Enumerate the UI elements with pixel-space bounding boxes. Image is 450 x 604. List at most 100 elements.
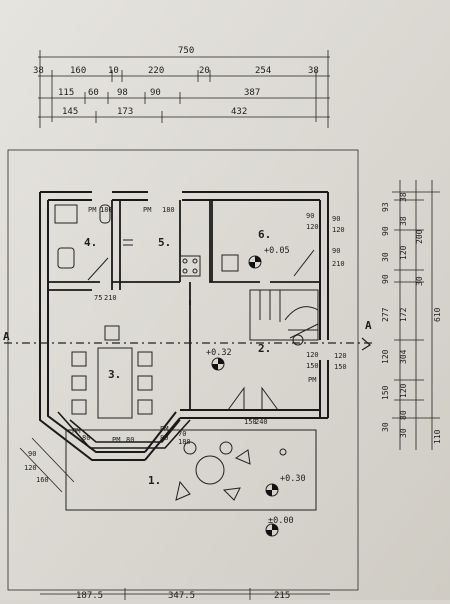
dim-label: 610 [433,307,442,322]
opening-label: 120 [306,223,319,231]
toilet-icon [99,204,111,224]
dim-label: 145 [62,107,78,117]
opening-label: 120 [306,351,319,359]
dim-label: 90 [381,274,390,284]
dim-label: 120 [399,383,408,398]
opening-label: 150 [244,418,257,426]
right-dimension-lines [392,180,440,450]
dim-label: 120 [381,349,390,364]
dim-label: 90 [150,88,161,98]
dim-label: 277 [381,307,390,322]
opening-label: PM [308,376,316,384]
dining-furniture [71,325,153,419]
section-mark-left: A [3,330,10,343]
column-icon [279,448,287,456]
dim-label: 30 [399,428,408,438]
dim-label: 200 [415,229,424,244]
room-label-5: 5. [158,236,171,249]
section-arrow [361,337,372,351]
kitchen-fixtures [123,239,201,277]
level-mark-1 [248,255,262,269]
section-mark-right: A [365,319,372,332]
dim-label: 90 [28,450,36,458]
level-label: +0.05 [264,246,290,256]
opening-label: 80 [82,434,90,442]
dim-label: 10 [108,66,119,76]
dim-label: 172 [399,307,408,322]
window-dim: 210 [332,260,345,268]
boiler-icon [221,254,239,272]
bathroom-fixtures [54,204,111,281]
dim-label: 98 [117,88,128,98]
dim-label: 110 [433,429,442,444]
opening-label: 80 [126,436,134,444]
opening-label: PM [88,206,96,214]
door-swing-icon [87,257,109,281]
table-icon [195,455,225,485]
dim-label: 120 [24,464,37,472]
opening-label: 180 [100,206,113,214]
opening-label: 240 [255,418,268,426]
dim-label: 90 [381,226,390,236]
dim-label: 215 [274,591,290,600]
dim-label: 30 [415,276,424,286]
room-label-2: 2. [258,342,271,355]
window-dim: 120 [332,226,345,234]
door-swing-icon [293,249,315,277]
opening-label: PM [72,427,80,435]
dim-label: 115 [58,88,74,98]
opening-label: PM [143,206,151,214]
top-dimension-labels: 750 38 160 10 220 20 254 38 115 60 98 90… [33,46,319,117]
dim-label: 187.5 [76,591,103,600]
dim-label: 160 [36,476,49,484]
terrace [65,429,317,511]
bottom-dimension-lines [40,588,330,600]
opening-label: 210 [104,294,117,302]
dim-label: 387 [244,88,260,98]
opening-label: 80 [160,434,168,442]
level-label: ±0.00 [268,516,294,526]
dim-label: 160 [70,66,86,76]
opening-label: 150 [306,362,319,370]
stove-icon [179,255,201,277]
dim-label: 304 [399,349,408,364]
top-dimension-lines [38,50,330,128]
level-mark-3 [292,334,304,346]
dim-label: 80 [399,410,408,420]
dim-total-width: 750 [178,46,194,56]
window-dim: 150 [334,363,347,371]
dim-label: 20 [199,66,210,76]
opening-label: 180 [162,206,175,214]
room-label-6: 6. [258,228,271,241]
room-label-3: 3. [108,368,121,381]
level-mark-2 [211,357,225,371]
dim-label: 30 [381,422,390,432]
opening-label: 75 [94,294,102,302]
level-label: +0.32 [206,348,232,358]
dim-label: 38 [399,216,408,226]
opening-label: PM [112,436,120,444]
room-label-1: 1. [148,474,161,487]
window-dim: 90 [332,215,340,223]
entrance-door [227,386,279,411]
level-mark-4 [265,483,279,497]
dim-label: 120 [399,245,408,260]
dim-label: 220 [148,66,164,76]
dim-label: 150 [381,385,390,400]
dim-label: 254 [255,66,271,76]
staircase [249,289,319,341]
site-frame [7,149,359,591]
right-dimension-labels: 93 90 30 90 277 120 150 30 38 38 120 172… [381,192,442,444]
dim-label: 173 [117,107,133,117]
level-mark-5 [265,523,279,537]
opening-label: 90 [306,212,314,220]
dim-label: 30 [381,252,390,262]
dim-label: 38 [308,66,319,76]
dim-label: 60 [88,88,99,98]
sink-icon [54,204,78,224]
dim-label: 347.5 [168,591,195,600]
opening-label: 70 [178,430,186,438]
window-dim: 90 [332,247,340,255]
